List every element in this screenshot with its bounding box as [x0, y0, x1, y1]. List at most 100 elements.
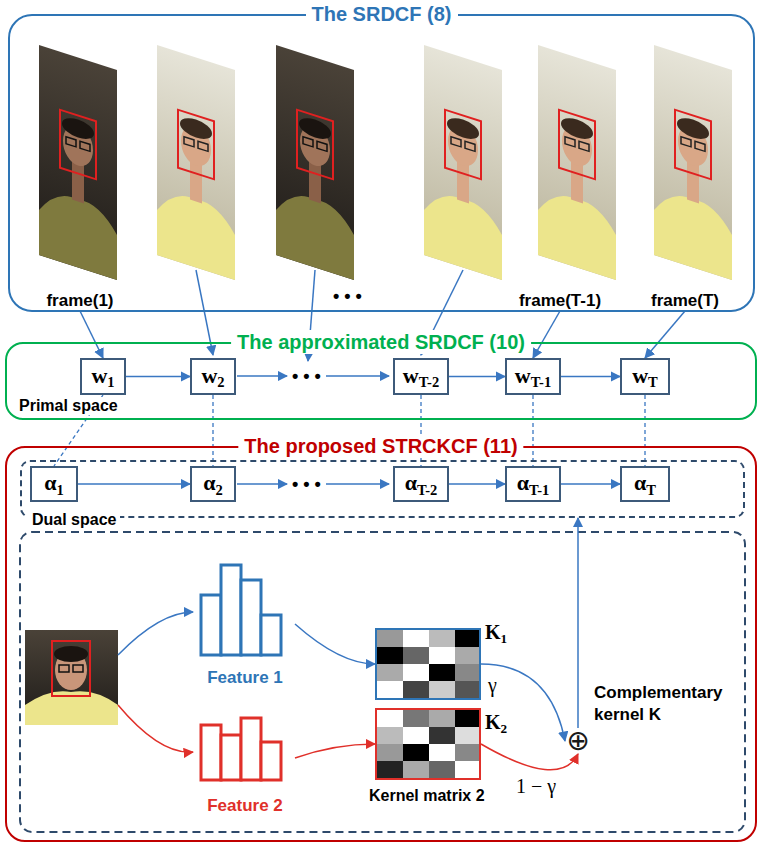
annotation: • • • — [292, 474, 321, 495]
kernel-matrix: K2Kernel matrix 2 — [375, 708, 481, 780]
connector — [449, 376, 505, 378]
illustration-shape — [455, 744, 479, 761]
illustration-shape — [20, 532, 745, 832]
illustration-shape — [59, 665, 69, 672]
connector — [577, 518, 579, 728]
illustration-shape — [538, 45, 616, 280]
node-text: ⊕ — [566, 727, 589, 755]
illustration-shape — [157, 45, 235, 280]
connector — [80, 311, 103, 358]
illustration-shape — [25, 630, 118, 725]
illustration-shape — [424, 45, 502, 280]
illustration-shape — [237, 375, 287, 377]
illustration-shape — [39, 45, 117, 280]
illustration-shape — [261, 742, 281, 780]
illustration-shape — [429, 630, 455, 647]
connector — [532, 395, 533, 466]
node-text: α1 — [44, 470, 64, 498]
illustration-shape — [403, 630, 429, 647]
filter-box: w1 — [80, 358, 126, 395]
connector — [561, 483, 620, 485]
connector — [481, 664, 565, 741]
illustration-shape — [326, 375, 389, 377]
node-text: The approximated SRDCF (10) — [231, 330, 531, 354]
feature-histogram: Feature 2 — [195, 700, 295, 816]
node-text: Dual space — [28, 510, 120, 530]
illustration-shape — [326, 483, 389, 485]
illustration-shape — [455, 761, 479, 778]
connector — [126, 376, 190, 378]
illustration-shape — [237, 483, 287, 485]
illustration-shape — [403, 710, 429, 727]
illustration-shape — [73, 665, 83, 672]
illustration-shape — [25, 691, 118, 725]
illustration-shape — [429, 727, 455, 744]
dual-box: αT-2 — [393, 466, 449, 502]
filter-box: wT-1 — [505, 358, 561, 395]
annotation: Complementary kernel K — [594, 682, 744, 726]
video-frame: frame(T) — [624, 36, 746, 311]
illustration-shape — [429, 744, 455, 761]
illustration-shape — [654, 45, 732, 280]
illustration-shape — [538, 45, 616, 280]
illustration-shape — [403, 647, 429, 664]
node-text: The SRDCF (8) — [306, 2, 458, 26]
connector — [212, 395, 213, 466]
connector — [295, 624, 375, 664]
node-text: frame(1) — [30, 291, 130, 311]
node-text: w2 — [201, 363, 224, 391]
video-frame: frame(T-1) — [498, 36, 622, 311]
illustration-shape — [118, 705, 193, 752]
group-panel: The proposed STRCKCF (11)Dual spaceα1α2α… — [5, 446, 757, 842]
annotation: • • • — [292, 366, 321, 387]
illustration-shape — [429, 664, 455, 681]
group-panel: The SRDCF (8)frame(1)frame(T-1)frame(T) — [8, 14, 755, 312]
subscript: T-1 — [529, 482, 549, 498]
filter-box: wT-2 — [393, 358, 449, 395]
connector — [78, 483, 190, 485]
subscript: T — [648, 374, 658, 390]
illustration-shape — [377, 630, 403, 647]
illustration-shape — [455, 647, 479, 664]
illustration-shape — [201, 565, 281, 655]
edge-label: 1 − γ — [514, 775, 558, 797]
illustration-shape — [241, 718, 261, 780]
connector — [533, 311, 560, 358]
kernel-matrix: K1 — [375, 628, 481, 700]
connector — [561, 376, 620, 378]
illustration-shape — [429, 681, 455, 698]
illustration-shape — [377, 664, 403, 681]
illustration-shape — [221, 565, 241, 655]
node-text: αT-1 — [517, 470, 550, 498]
illustration-shape — [455, 681, 479, 698]
illustration-shape — [429, 710, 455, 727]
subscript: T-1 — [531, 374, 551, 390]
illustration-shape — [157, 45, 235, 280]
illustration-shape — [455, 664, 479, 681]
filter-box: w2 — [190, 358, 236, 395]
illustration-shape — [403, 744, 429, 761]
illustration-shape — [201, 595, 221, 655]
dual-box: αT-1 — [505, 466, 561, 502]
illustration-shape — [276, 45, 354, 280]
node-text: w1 — [91, 363, 114, 391]
illustration-shape — [377, 761, 403, 778]
subscript: T — [646, 482, 656, 498]
illustration-shape — [39, 45, 117, 280]
illustration-shape — [377, 727, 403, 744]
subscript: 2 — [216, 482, 223, 498]
dual-box: α2 — [190, 466, 236, 502]
illustration-shape — [25, 630, 118, 725]
node-text: Feature 1 — [195, 668, 295, 688]
node-text: α2 — [203, 470, 223, 498]
annotation: Primal space — [16, 397, 121, 415]
filter-box: wT — [620, 358, 670, 395]
illustration-shape — [54, 646, 88, 662]
node-text: frame(T-1) — [498, 291, 622, 311]
illustration-shape — [52, 641, 90, 696]
subscript: 1 — [501, 631, 508, 646]
illustration-shape — [455, 630, 479, 647]
feature-histogram: Feature 1 — [195, 560, 295, 688]
node-text: frame(T) — [624, 291, 746, 311]
illustration-shape — [377, 647, 403, 664]
